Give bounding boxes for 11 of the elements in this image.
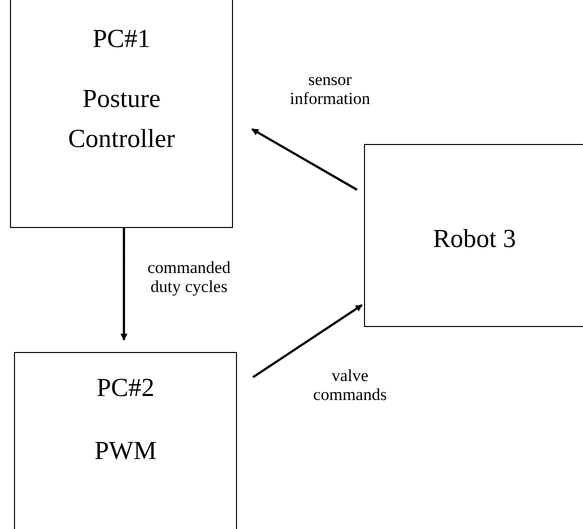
node-label: PC#1 bbox=[92, 23, 152, 55]
node-label: PC#2 bbox=[96, 372, 156, 404]
arrow bbox=[252, 304, 363, 378]
node-label: Posture Controller bbox=[67, 83, 176, 155]
node-label: PWM bbox=[93, 435, 158, 467]
node-label: Robot 3 bbox=[432, 223, 518, 255]
arrow bbox=[251, 128, 358, 191]
arrow bbox=[120, 228, 128, 341]
process-box bbox=[10, 0, 233, 228]
process-box bbox=[364, 144, 583, 327]
process-box bbox=[14, 352, 237, 529]
